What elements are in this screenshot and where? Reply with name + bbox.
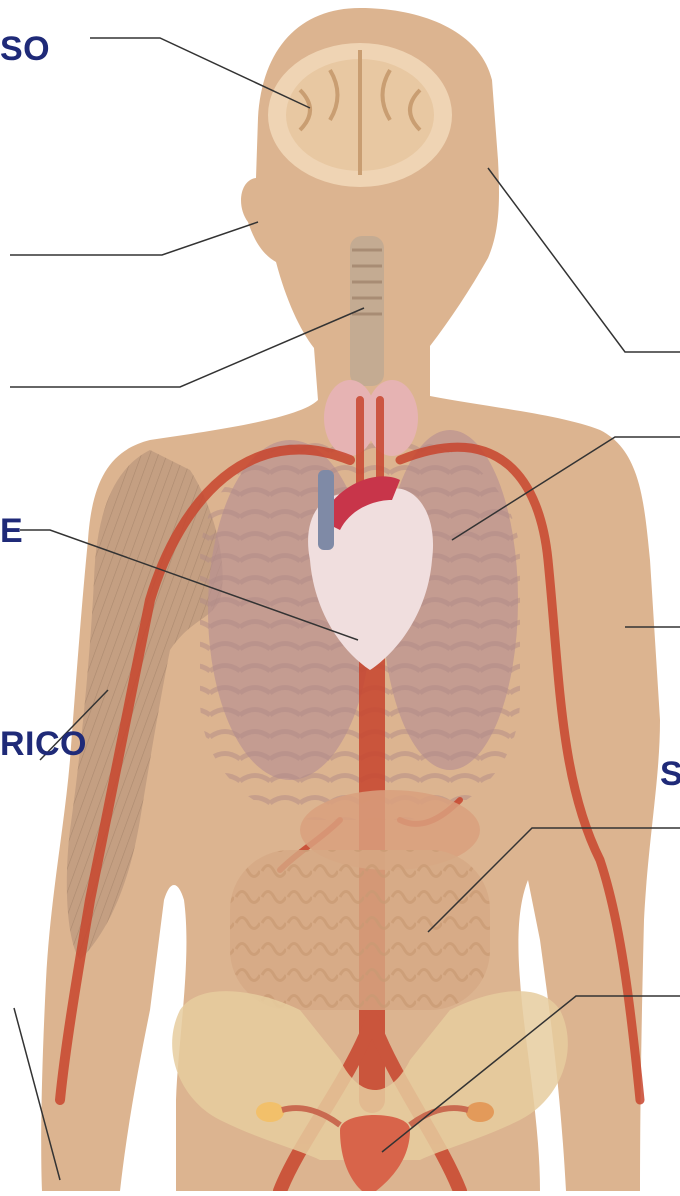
label-right: S (660, 757, 680, 791)
leader-line-head (10, 222, 258, 255)
trachea-icon (350, 236, 384, 386)
leader-line-skull (488, 168, 680, 352)
label-top-left: SO (0, 32, 50, 66)
label-lower-left: RICO (0, 727, 87, 761)
label-mid-left: E (0, 514, 23, 548)
brain-icon (268, 43, 452, 187)
